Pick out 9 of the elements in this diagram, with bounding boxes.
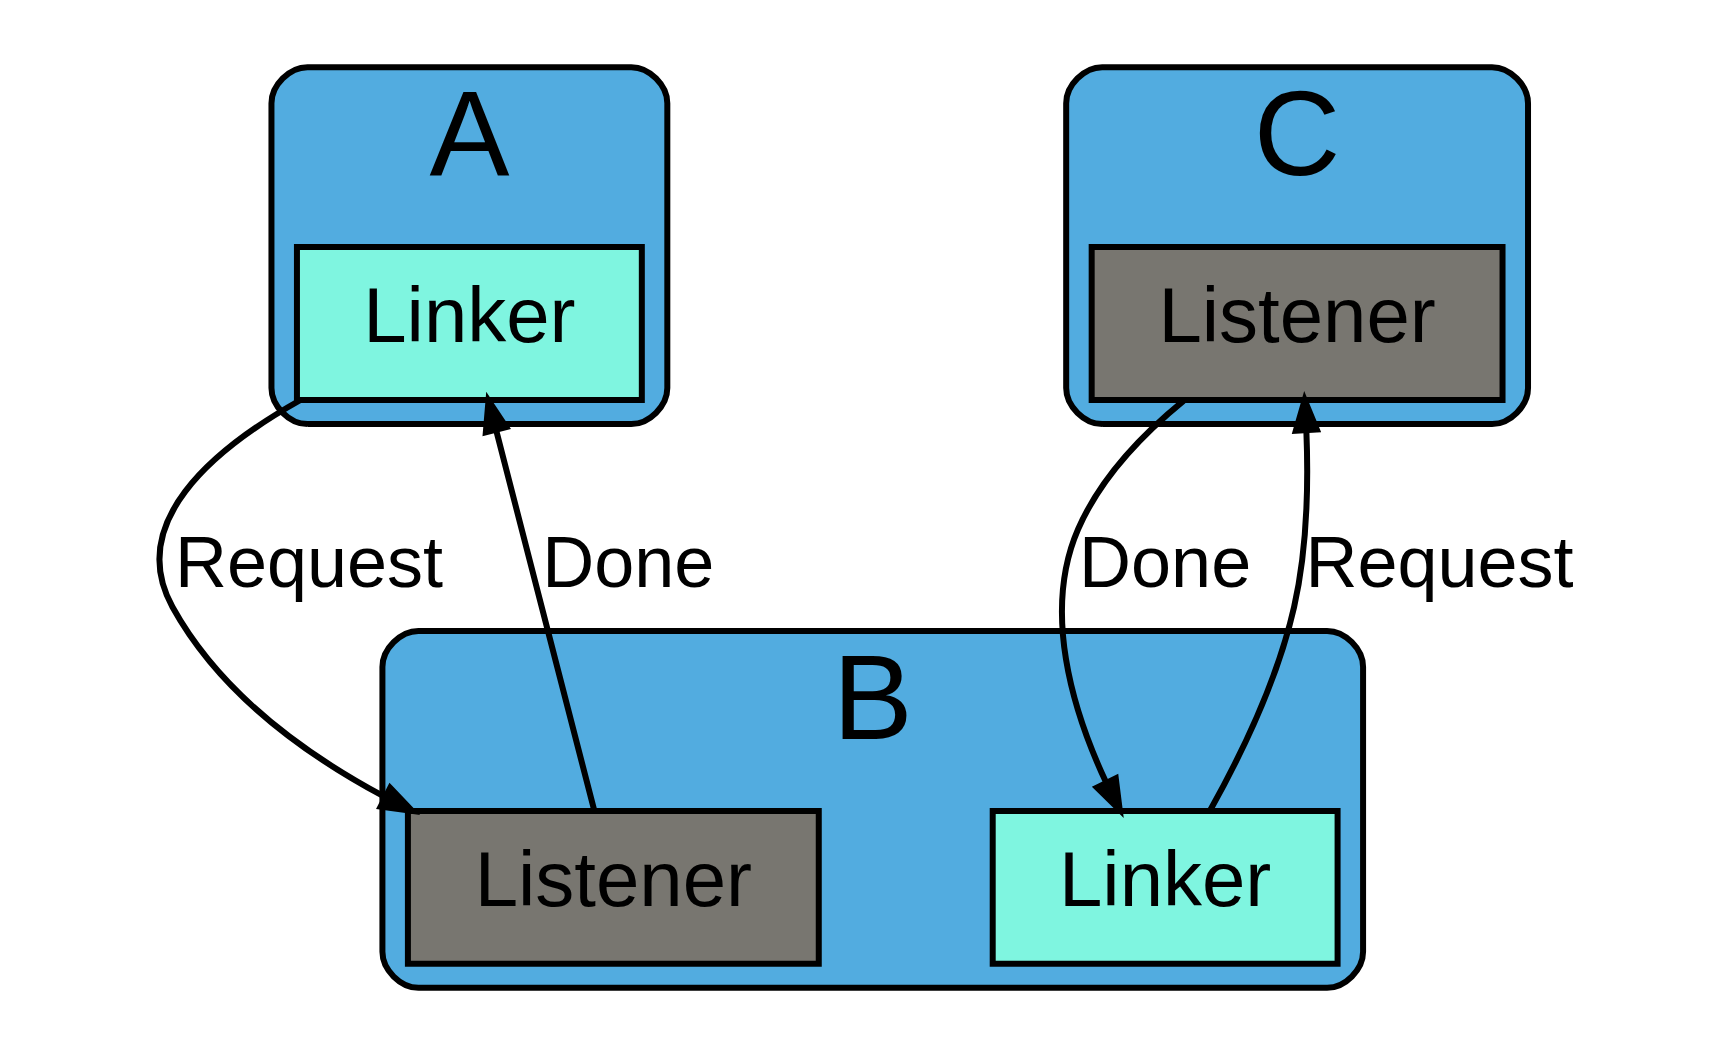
edge-label: Done <box>1079 521 1252 602</box>
node-box: Linker <box>293 244 645 404</box>
node-box: Listener <box>404 807 822 967</box>
arrow <box>156 397 421 815</box>
node-box: Listener <box>1088 244 1506 404</box>
edge-label: Request <box>174 521 443 602</box>
edge-label: Done <box>542 521 715 602</box>
edge-label: Request <box>1305 521 1574 602</box>
node-box: Linker <box>989 807 1341 967</box>
